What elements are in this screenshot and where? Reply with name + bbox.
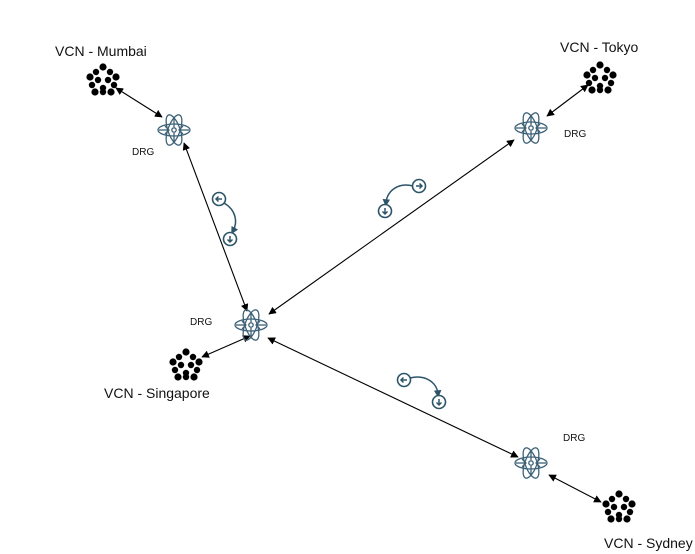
vcn-mumbai-label: VCN - Mumbai [55,43,147,59]
vcn-network-icon [602,490,636,523]
drg-router-icon [514,110,548,146]
vcn-sydney-label: VCN - Sydney [604,535,693,551]
vcn-network-icon [583,61,617,94]
vcn-network-icon [169,348,203,381]
drg-tokyo: DRG [514,110,586,146]
drg-mumbai-label: DRG [132,147,154,158]
route-arrow-down-icon [222,231,238,247]
drg-router-icon [234,307,268,343]
link-vcn-singapore-drg [201,335,251,358]
vcn-singapore-label: VCN - Singapore [104,385,210,401]
vcn-tokyo-label: VCN - Tokyo [560,39,639,55]
drg-mumbai: DRG [132,112,191,158]
vcn-singapore: VCN - Singapore [104,348,210,401]
peering-route-mumbai [211,191,239,247]
vcn-sydney: VCN - Sydney [602,490,693,551]
link-vcn-mumbai-drg [115,87,163,118]
peering-route-tokyo [377,178,427,219]
link-drg-sydney-singapore [267,337,519,458]
vcn-network-icon [86,63,120,96]
link-vcn-tokyo-drg [546,84,589,117]
route-arrow-down-icon [377,203,393,219]
link-vcn-sydney-drg [548,474,602,503]
vcn-tokyo: VCN - Tokyo [560,39,639,94]
route-arrow-left-icon [211,191,227,207]
drg-sydney: DRG [514,433,585,481]
route-arrow-right-icon [411,178,427,194]
drg-singapore-label: DRG [190,317,212,328]
vcn-mumbai: VCN - Mumbai [55,43,147,96]
route-arrow-down-icon [431,394,447,410]
drg-router-icon [157,112,191,148]
drg-router-icon [514,445,548,481]
drg-sydney-label: DRG [563,433,585,444]
connectors [115,84,602,503]
link-drg-tokyo-singapore [268,139,515,315]
drg-singapore: DRG [190,307,268,343]
route-arrow-left-icon [396,372,412,388]
link-drg-mumbai-singapore [182,142,249,312]
peering-route-sydney [396,372,447,410]
drg-tokyo-label: DRG [564,129,586,140]
